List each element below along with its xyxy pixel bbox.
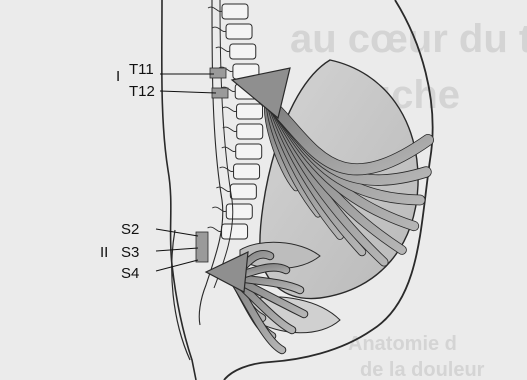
vertebra xyxy=(216,44,256,59)
t11-segment xyxy=(210,68,226,78)
vertebra xyxy=(216,184,256,199)
label-t11: T11 xyxy=(129,61,154,78)
bg-heading-bottom: Anatomie d xyxy=(348,333,457,355)
vertebra xyxy=(223,124,263,139)
lower-arrow-head xyxy=(206,252,248,292)
group-label-lower: II xyxy=(100,244,108,261)
vertebra xyxy=(222,144,262,159)
back-outline xyxy=(162,0,196,380)
vertebra xyxy=(212,24,252,39)
vertebra xyxy=(223,104,263,119)
vertebra xyxy=(220,164,260,179)
vertebral-column xyxy=(208,4,263,239)
vertebra xyxy=(208,4,248,19)
spinal-canal-inner xyxy=(214,0,233,288)
group-label-upper: I xyxy=(116,68,120,85)
label-s4: S4 xyxy=(121,265,139,282)
vertebra xyxy=(208,224,248,239)
label-t12: T12 xyxy=(129,83,155,100)
label-s2: S2 xyxy=(121,221,139,238)
s-segments xyxy=(196,232,208,262)
bg-heading-bottom-line2: de la douleur xyxy=(360,359,485,380)
label-s3: S3 xyxy=(121,244,139,261)
